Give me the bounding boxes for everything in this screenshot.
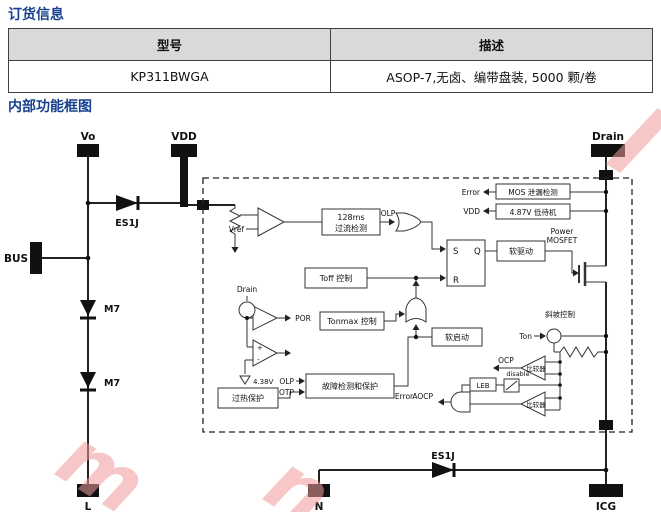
latch-q: Q — [474, 247, 481, 257]
v438-label: 4.38V — [253, 378, 274, 386]
olp-timer-line1: 128ms — [337, 213, 364, 222]
otp-in-label: OTP — [279, 388, 294, 397]
ramp-generator-slash — [505, 380, 518, 391]
pin-label-vdd: VDD — [171, 131, 197, 143]
pin-l — [77, 484, 99, 497]
vdd-feed-bar — [180, 157, 188, 207]
soft-start-label: 软启动 — [445, 332, 469, 342]
ordering-table: 型号 描述 KP311BWGA ASOP-7,无卤、编带盘装, 5000 颗/卷 — [8, 28, 653, 93]
junction-dots — [85, 189, 609, 473]
reference-symbol — [239, 375, 251, 385]
block-toff — [304, 267, 368, 289]
table-row: KP311BWGA ASOP-7,无卤、编带盘装, 5000 颗/卷 — [8, 60, 653, 93]
aocp-comparator — [519, 391, 546, 417]
block-mos-leak — [495, 183, 571, 200]
leb-label: LEB — [476, 382, 489, 390]
olp-signal-label: OLP — [381, 209, 396, 218]
olp-timer-line2: 过流检测 — [335, 223, 367, 233]
block-tonmax — [319, 311, 385, 331]
ramp-label: 斜坡控制 — [545, 309, 575, 319]
aocp-and-gate — [450, 391, 471, 413]
pin-vo — [77, 144, 99, 157]
block-otp — [217, 387, 279, 409]
pin-label-n: N — [315, 501, 324, 512]
block-fault-protection — [305, 373, 395, 399]
function-blocks — [217, 183, 571, 409]
pin-drain — [591, 144, 625, 157]
block-soft-drive — [496, 240, 546, 262]
comparator-plus: + — [257, 344, 263, 352]
pin-vdd — [171, 144, 197, 157]
pad-vdd-entry — [197, 200, 209, 210]
block-low-standby — [495, 203, 571, 220]
pin-label-icg: ICG — [596, 501, 616, 512]
pin-label-drain: Drain — [592, 131, 624, 143]
set-or-gate — [395, 212, 422, 232]
error-out-label: Error — [395, 392, 414, 401]
power-mosfet-label-2: MOSFET — [547, 236, 578, 245]
por-comparator — [252, 305, 279, 331]
ocp-label: OCP — [498, 356, 514, 365]
pin-label-l: L — [85, 501, 92, 512]
soft-drive-label: 软驱动 — [509, 246, 533, 256]
disable-label: disable — [506, 370, 529, 378]
por-label: POR — [295, 314, 311, 323]
pin-label-bus: BUS — [4, 253, 28, 265]
uvlo-comparator — [252, 339, 279, 367]
section-title-block-diagram: 内部功能框图 — [8, 99, 92, 115]
table-header-row: 型号 描述 — [8, 28, 653, 61]
ic-dashed-boundary — [202, 177, 633, 433]
toff-label: Toff 控制 — [319, 273, 352, 283]
diode-label: ES1J — [115, 218, 138, 229]
current-source — [238, 301, 256, 319]
aocp-label: AOCP — [412, 392, 433, 401]
pin-label-vo: Vo — [81, 131, 96, 143]
diode-label: ES1J — [431, 451, 454, 462]
drain-inner-label: Drain — [237, 285, 258, 294]
cell-description: ASOP-7,无卤、编带盘装, 5000 颗/卷 — [330, 60, 653, 93]
ton-label: Ton — [518, 332, 532, 341]
ocp-comparator — [519, 355, 546, 381]
comparator-minus: - — [257, 356, 260, 364]
pin-bus — [30, 242, 42, 274]
error-top-label: Error — [462, 188, 481, 197]
pad-drain-bottom — [599, 420, 613, 430]
mos-leak-label: MOS 泄漏检测 — [508, 187, 558, 197]
ramp-multiplier — [546, 328, 562, 344]
tonmax-label: Tonmax 控制 — [326, 316, 376, 326]
latch-s: S — [453, 247, 458, 257]
internal-wiring — [228, 188, 606, 411]
pin-icg — [589, 484, 623, 497]
block-sr-latch — [446, 239, 486, 287]
diode-label: M7 — [104, 304, 120, 315]
vref-label: Vref — [229, 225, 245, 234]
latch-r: R — [453, 276, 459, 286]
comp-lower-label: 比较器 — [526, 400, 546, 409]
power-mosfet-symbol — [578, 262, 587, 286]
block-leb — [469, 377, 497, 392]
col-header-description: 描述 — [330, 28, 653, 61]
pad-drain-top — [599, 170, 613, 180]
low-standby-label: 4.87V 低待机 — [510, 207, 557, 217]
olp-in-label: OLP — [279, 377, 294, 386]
cell-model: KP311BWGA — [8, 60, 331, 93]
diode-es1j-top: ES1J — [115, 195, 140, 229]
diode-label: M7 — [104, 378, 120, 389]
diode-m7-upper: M7 — [80, 300, 120, 320]
otp-block-label: 过热保护 — [232, 393, 264, 403]
power-mosfet-label-1: Power — [551, 227, 575, 236]
comp-upper-label: 比较器 — [526, 364, 546, 373]
section-title-ordering: 订货信息 — [8, 7, 64, 23]
fault-label: 故障检测和保护 — [322, 381, 378, 391]
pin-n — [308, 484, 330, 497]
error-amp — [257, 207, 286, 237]
diode-m7-lower: M7 — [80, 372, 120, 392]
block-olp-timer — [321, 208, 381, 236]
diode-es1j-bottom: ES1J — [431, 451, 456, 478]
reset-or-gate — [405, 297, 427, 323]
vdd-ref-label: VDD — [463, 207, 480, 216]
block-soft-start — [431, 327, 483, 347]
package-pins — [30, 144, 625, 497]
